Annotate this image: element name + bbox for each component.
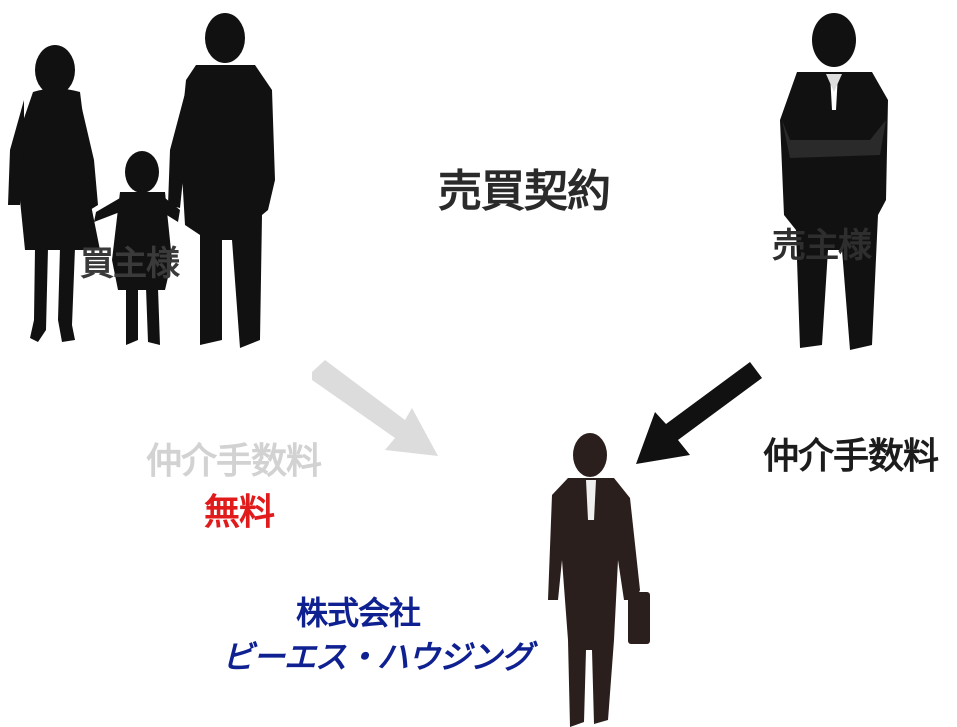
free-label: 無料	[204, 492, 275, 533]
arrow-seller-to-agent	[636, 362, 762, 464]
buyer-fee-label: 仲介手数料	[146, 441, 322, 482]
company-type-label: 株式会社	[296, 594, 421, 632]
company-name-label: ビーエス・ハウジング	[222, 638, 533, 676]
man-silhouette-icon	[168, 13, 275, 348]
contract-label: 売買契約	[438, 166, 611, 217]
businessman-arms-crossed-icon	[780, 13, 888, 350]
woman-silhouette-icon	[8, 45, 100, 342]
buyer-label: 買主様	[80, 244, 180, 284]
family-silhouette-icon	[8, 13, 275, 348]
seller-fee-label: 仲介手数料	[763, 436, 939, 477]
seller-label: 売主様	[772, 226, 872, 266]
child-silhouette-icon	[94, 151, 180, 345]
briefcase-icon	[628, 592, 650, 644]
arrow-buyer-to-agent	[312, 360, 438, 456]
businessman-with-briefcase-icon	[548, 433, 650, 727]
